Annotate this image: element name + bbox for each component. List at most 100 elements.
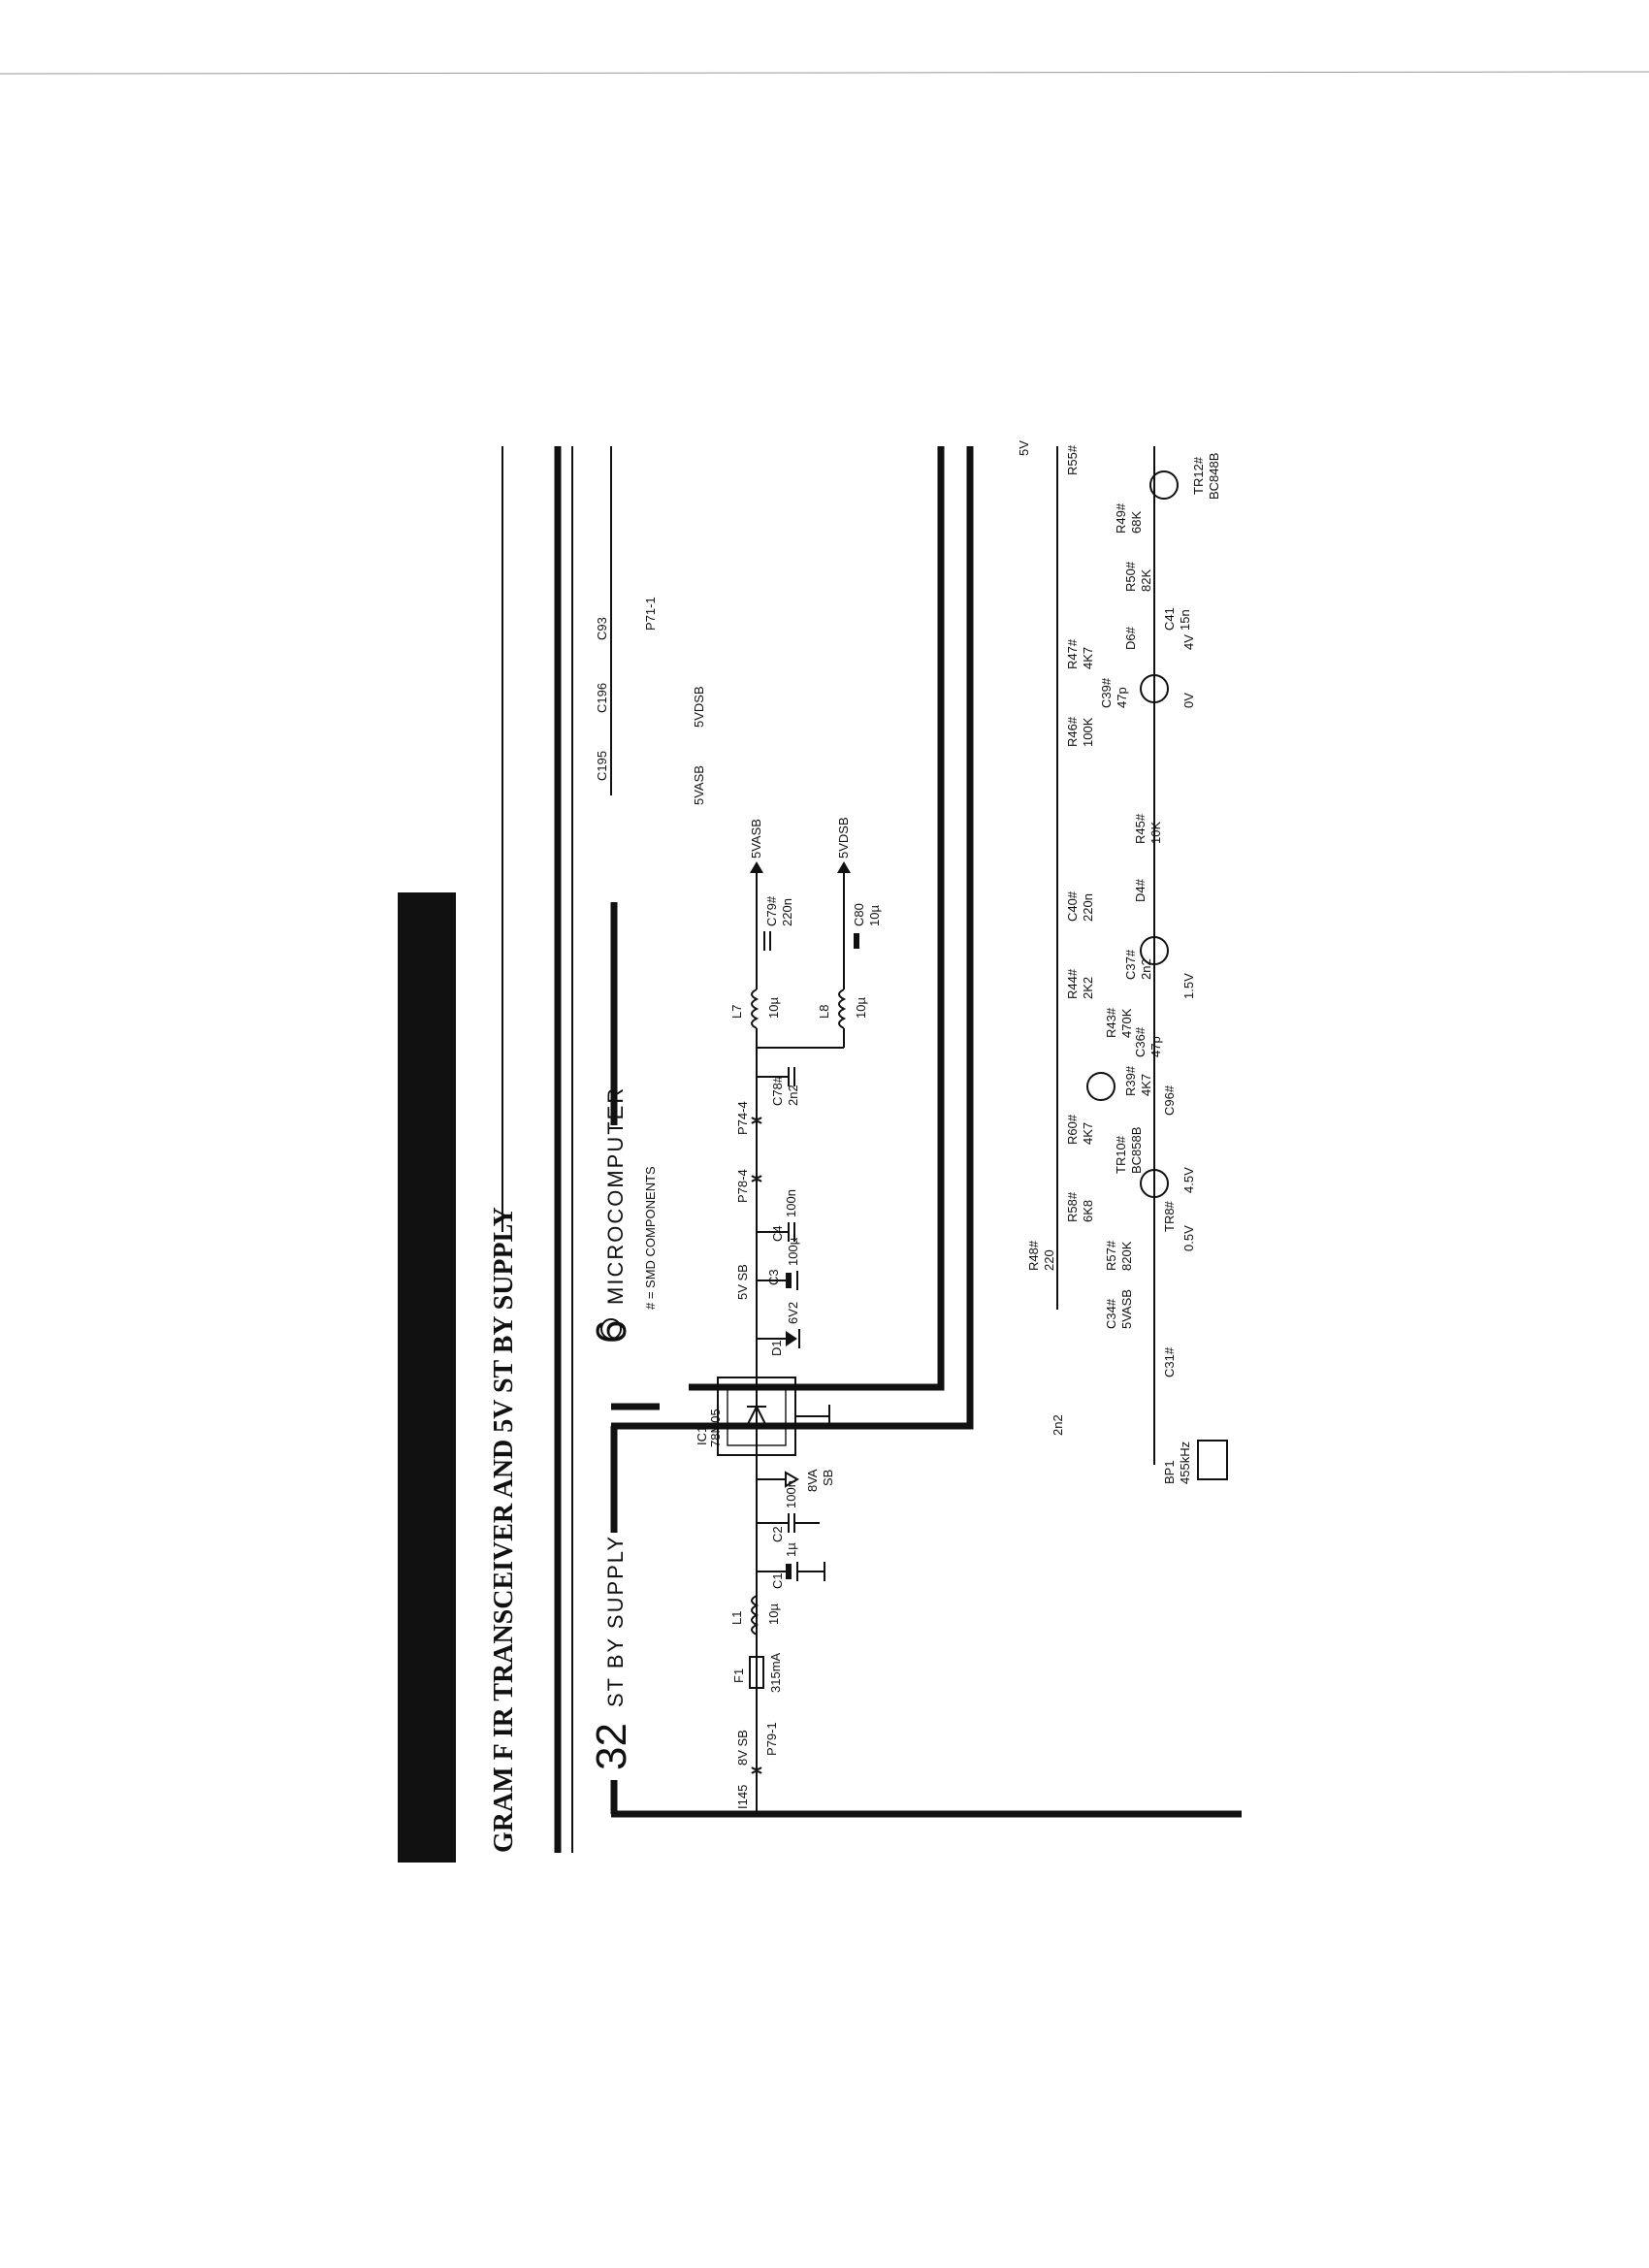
label-r46-value: 100K <box>1081 717 1095 747</box>
label-8vsb: 8V SB <box>735 1730 750 1766</box>
connector-p74 <box>751 1117 762 1124</box>
label-r58-value: 6K8 <box>1081 1200 1095 1222</box>
fuse-f1 <box>749 1656 764 1689</box>
label-5vasb: 5VASB <box>749 819 763 859</box>
label-p78: P78-4 <box>735 1169 750 1203</box>
label-5vdsb-right: 5VDSB <box>692 686 706 728</box>
label-c79-value: 220n <box>780 898 794 926</box>
label-c96: C96# <box>1162 1085 1177 1116</box>
label-c80: C80 <box>852 903 866 926</box>
page-edge-line <box>0 71 1649 75</box>
label-p79: P79-1 <box>764 1722 779 1756</box>
micro-section-marker <box>600 1318 622 1340</box>
label-c4: C4 <box>770 1225 785 1242</box>
label-r49: R49# <box>1114 502 1128 534</box>
label-l7-value: 10µ <box>766 997 781 1019</box>
label-c1: C1 <box>770 1572 785 1589</box>
label-r57-value: 820K <box>1119 1241 1134 1271</box>
label-r48-value: 220 <box>1042 1249 1056 1271</box>
label-d1-value: 6V2 <box>786 1302 800 1324</box>
connector-p78 <box>751 1175 762 1183</box>
label-c78: C78# <box>770 1075 785 1106</box>
label-c41: C41 <box>1162 607 1177 631</box>
transistor-tr9 <box>1140 936 1169 965</box>
label-bp1-value: 455kHz <box>1178 1442 1192 1484</box>
label-f1: F1 <box>731 1669 746 1683</box>
label-5v: 5V <box>1017 440 1031 456</box>
transistor-tr11 <box>1140 674 1169 703</box>
label-5vasb-receiver: 2n2 <box>1051 1414 1065 1436</box>
label-r45-value: 10K <box>1148 822 1163 844</box>
label-c2: C2 <box>770 1526 785 1542</box>
label-c34: C34# <box>1104 1298 1118 1329</box>
label-c4-value: 100n <box>784 1189 798 1217</box>
zener-d1 <box>786 1331 797 1346</box>
inductor-l7 <box>751 988 760 1029</box>
smd-note: # = SMD COMPONENTS <box>643 1166 658 1310</box>
label-r47-value: 4K7 <box>1081 647 1095 669</box>
label-d6: D6# <box>1123 626 1138 650</box>
label-r45: R45# <box>1133 813 1148 844</box>
label-r49-value: 68K <box>1129 511 1144 534</box>
label-r58: R58# <box>1065 1191 1080 1222</box>
label-c34-value: 5VASB <box>1119 1289 1134 1329</box>
label-f1-value: 315mA <box>768 1652 783 1693</box>
label-r48: R48# <box>1026 1240 1041 1271</box>
label-r50-value: 82K <box>1139 569 1153 592</box>
label-r44: R44# <box>1065 968 1080 999</box>
diagram-title: GRAM F IR TRANSCEIVER AND 5V ST BY SUPPL… <box>489 1207 519 1853</box>
label-5vasb-right: 5VASB <box>692 765 706 805</box>
transistor-tr8 <box>1140 1169 1169 1198</box>
capacitor-c3 <box>786 1273 792 1288</box>
label-1-5v: 1.5V <box>1181 973 1196 999</box>
label-tr12: TR12# <box>1191 456 1206 495</box>
standby-box-frame-inner <box>689 446 945 1391</box>
label-4v: 4V <box>1181 634 1196 650</box>
arrow-5vasb <box>750 861 763 873</box>
label-c39-value: 47p <box>1115 687 1129 708</box>
label-5vdsb: 5VDSB <box>836 817 851 859</box>
standby-section-number: 32 <box>588 1723 635 1770</box>
standby-section-title: ST BY SUPPLY <box>603 1535 628 1707</box>
micro-section-number: 6 <box>588 1320 635 1344</box>
label-tr10: TR10# <box>1114 1135 1128 1174</box>
label-0-5v: 0.5V <box>1181 1225 1196 1251</box>
label-r60: R60# <box>1065 1114 1080 1145</box>
label-c36-value: 47p <box>1148 1036 1163 1057</box>
transistor-tr10 <box>1086 1072 1116 1101</box>
label-c196: C196 <box>595 683 609 713</box>
label-c195: C195 <box>595 751 609 781</box>
label-c3-value: 100µ <box>786 1237 800 1266</box>
arrow-5vdsb <box>837 861 851 873</box>
label-c40-value: 220n <box>1081 893 1095 922</box>
label-l1: L1 <box>729 1611 744 1625</box>
label-tr8: TR8# <box>1162 1200 1177 1232</box>
label-d1: D1 <box>769 1340 784 1356</box>
label-r39: R39# <box>1123 1065 1138 1096</box>
label-bp1: BP1 <box>1162 1460 1177 1484</box>
label-p74: P74-4 <box>735 1101 750 1135</box>
label-r43: R43# <box>1104 1007 1118 1038</box>
standby-box-frame <box>611 446 974 1430</box>
label-c79: C79# <box>764 895 779 926</box>
label-5vsb: 5V SB <box>735 1264 750 1300</box>
label-c1-value: 1µ <box>784 1542 798 1557</box>
label-c3: C3 <box>766 1269 781 1285</box>
label-c37: C37# <box>1123 949 1138 980</box>
label-r43-value: 470K <box>1119 1008 1134 1038</box>
label-r44-value: 2K2 <box>1081 977 1095 999</box>
label-c36: C36# <box>1133 1026 1148 1057</box>
label-i145: I145 <box>735 1785 750 1809</box>
label-c31: C31# <box>1162 1346 1177 1377</box>
label-d4: D4# <box>1133 878 1148 902</box>
label-p71: P71-1 <box>643 597 658 631</box>
scan-dark-band <box>398 892 456 1863</box>
label-l8-value: 10µ <box>854 997 868 1019</box>
label-r50: R50# <box>1123 561 1138 592</box>
label-l8: L8 <box>817 1005 831 1019</box>
label-c2-value: 100n <box>784 1480 798 1508</box>
label-r39-value: 4K7 <box>1139 1074 1153 1096</box>
transistor-tr12 <box>1149 470 1179 500</box>
label-8vasb-2: SB <box>821 1470 835 1486</box>
label-r55: R55# <box>1065 444 1080 475</box>
